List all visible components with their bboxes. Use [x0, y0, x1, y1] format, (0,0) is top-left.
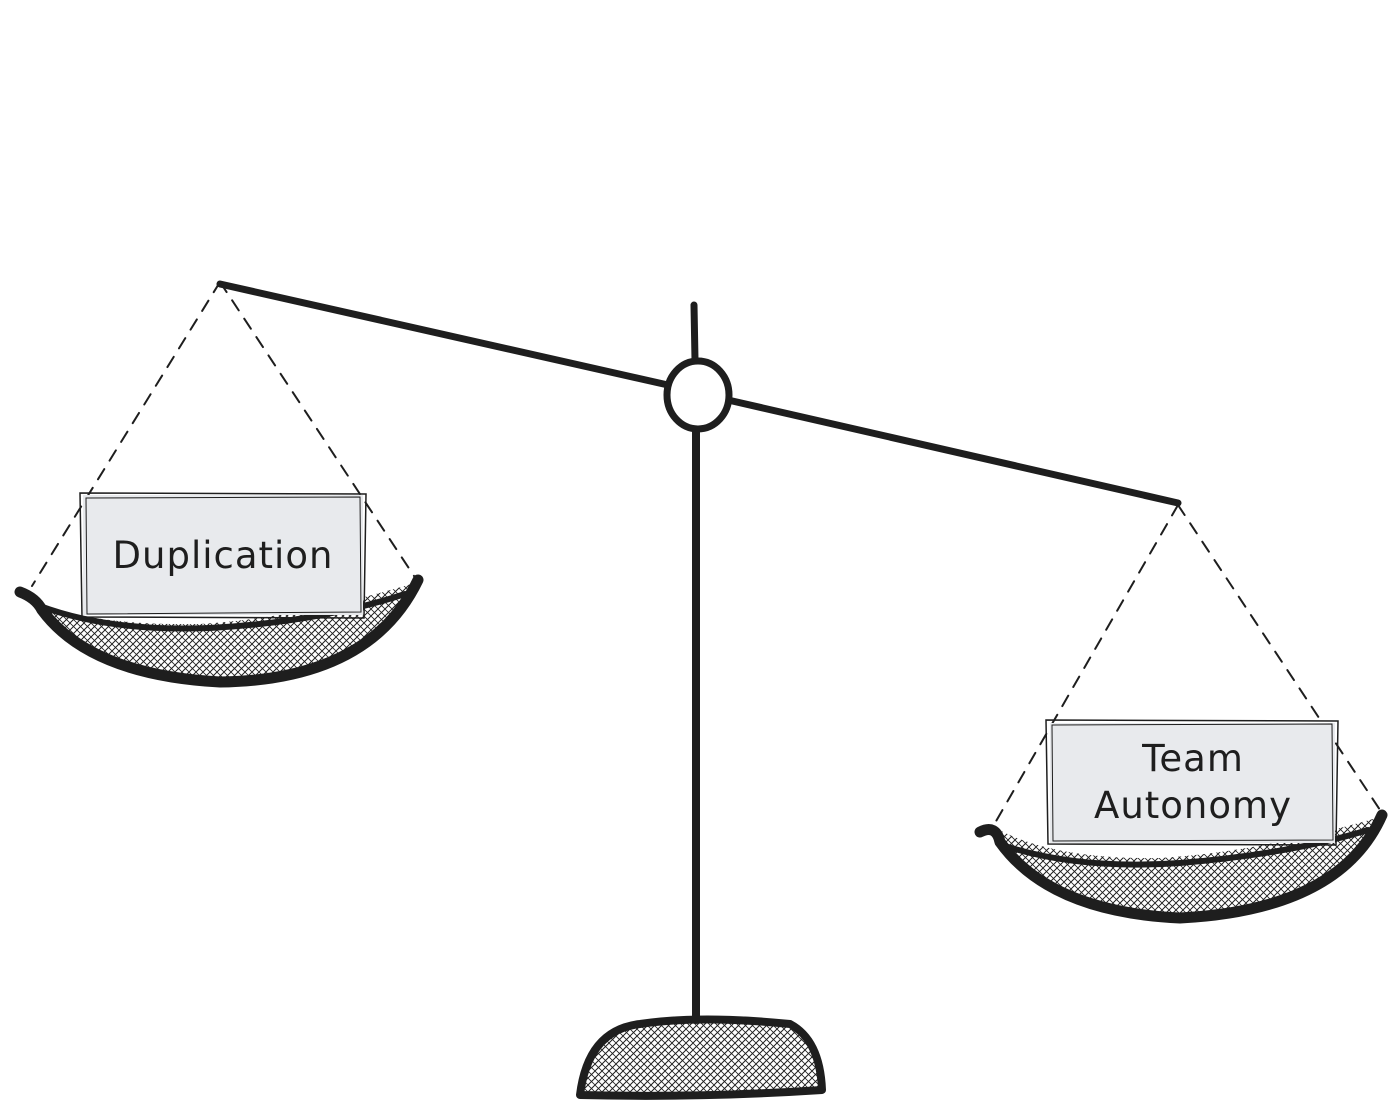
right-suspension-strings — [994, 504, 1383, 824]
autonomy-label: Autonomy — [1094, 784, 1292, 827]
team-autonomy-box: Team Autonomy — [1045, 719, 1339, 846]
duplication-box: Duplication — [79, 492, 367, 619]
duplication-label: Duplication — [113, 534, 334, 577]
left-suspension-strings — [31, 281, 419, 587]
scale-post — [690, 301, 700, 1024]
scale-beam — [216, 280, 1182, 507]
scale-base — [576, 1015, 826, 1100]
team-label: Team — [1141, 737, 1244, 780]
pivot-ring — [663, 357, 733, 433]
